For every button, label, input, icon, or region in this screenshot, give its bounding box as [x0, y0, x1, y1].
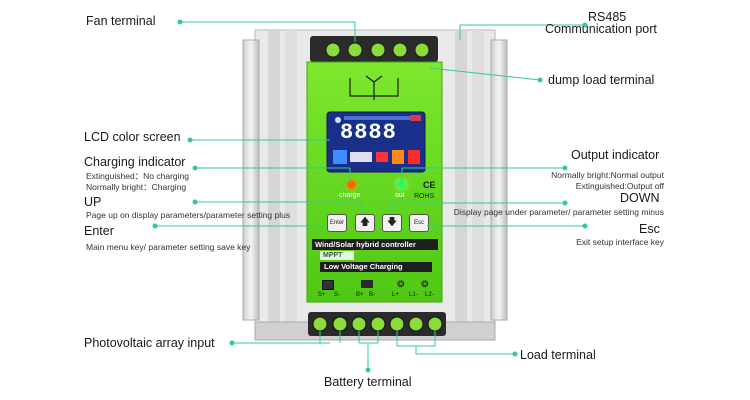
lightbulb-icon: ❂ [397, 279, 405, 289]
pv-input-label: Photovoltaic array input [84, 336, 215, 350]
output-indicator-line2: Extinguished:Output off [575, 181, 664, 191]
lcd-digits: 8888 [340, 120, 397, 145]
enter-description: Main menu key/ parameter setting save ke… [86, 242, 251, 252]
low-voltage-strip: Low Voltage Charging [320, 262, 432, 272]
callout-lines [152, 19, 588, 373]
product-name-strip: Wind/Solar hybrid controller [312, 239, 438, 250]
charging-indicator-label: Charging indicator [84, 155, 186, 169]
charge-led [347, 180, 356, 189]
fan-terminal-label: Fan terminal [86, 14, 156, 28]
battery-terminal-label: Battery terminal [324, 375, 412, 389]
arrow-up-icon: 🡅 [359, 217, 371, 228]
terminal-label-l-plus: L+ [392, 292, 399, 298]
down-button[interactable]: 🡇 [382, 214, 402, 232]
terminal-label-s-plus: S+ [318, 292, 326, 298]
bottom-terminal-block [308, 312, 446, 336]
dump-load-label: dump load terminal [548, 73, 655, 87]
out-led-label: out [395, 192, 405, 199]
arrow-down-icon: 🡇 [386, 217, 398, 228]
enter-button-label: Enter [329, 220, 345, 226]
charging-indicator-line1: Extinguished：No charging [86, 171, 190, 181]
low-voltage-label: Low Voltage Charging [324, 262, 403, 271]
charge-led-label: charge [339, 192, 361, 199]
terminal-label-b-plus: B+ [356, 292, 364, 298]
load-terminal-label: Load terminal [520, 348, 596, 362]
up-button[interactable]: 🡅 [355, 214, 375, 232]
esc-button-label: Esc [413, 220, 424, 226]
down-label: DOWN [620, 191, 660, 205]
terminal-label-s-minus: S- [334, 292, 340, 298]
mppt-strip: MPPT [320, 251, 354, 260]
rs485-label: RS485 [588, 10, 627, 24]
rs485-sub-label: Communication port [545, 22, 657, 36]
charging-indicator-line2: Normally bright：Charging [86, 182, 187, 192]
up-label: UP [84, 195, 102, 209]
top-terminal-block [310, 36, 438, 62]
lcd-screen-label: LCD color screen [84, 130, 181, 144]
wind-turbine-icon [349, 75, 399, 100]
ce-mark: CE [423, 180, 436, 190]
output-indicator-label: Output indicator [571, 148, 660, 162]
esc-description: Exit setup interface key [576, 237, 664, 247]
lcd-screen [326, 111, 426, 173]
output-indicator-line1: Normally bright:Normal output [551, 170, 664, 180]
esc-button[interactable]: Esc [409, 214, 429, 232]
up-description: Page up on display parameters/parameter … [86, 210, 291, 220]
terminal-label-b-minus: B- [369, 292, 375, 298]
battery-icon [361, 280, 373, 288]
rohs-mark: ROHS [414, 193, 435, 200]
esc-label: Esc [639, 222, 660, 236]
terminal-label-l1-minus: L1- [409, 292, 418, 298]
terminal-label-l2-minus: L2- [425, 292, 434, 298]
enter-button[interactable]: Enter [327, 214, 347, 232]
solar-panel-icon [322, 280, 334, 290]
lightbulb-icon-2: ❂ [421, 279, 429, 289]
out-led [397, 180, 406, 189]
mppt-label: MPPT [323, 252, 343, 259]
enter-label: Enter [84, 224, 114, 238]
down-description: Display page under parameter/ parameter … [453, 207, 664, 217]
product-name: Wind/Solar hybrid controller [315, 240, 416, 249]
